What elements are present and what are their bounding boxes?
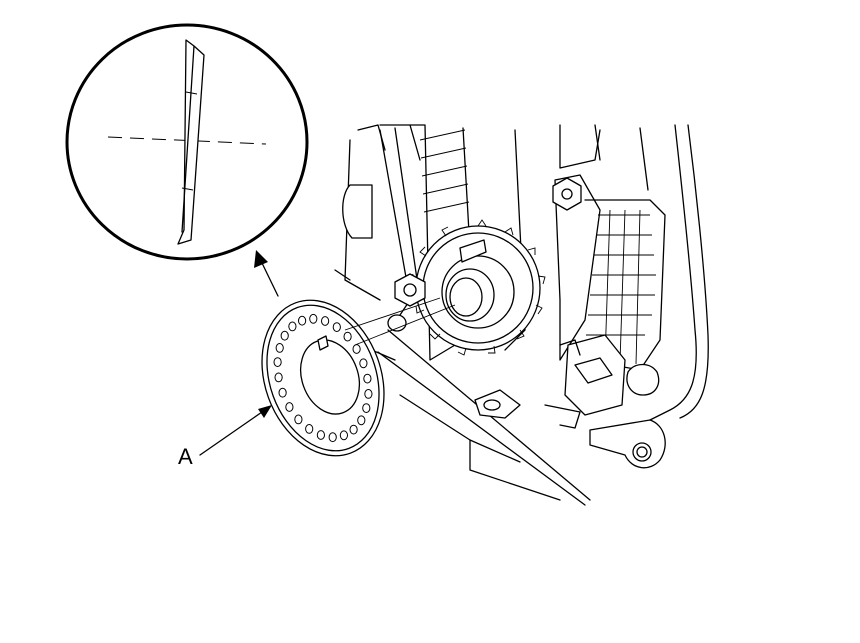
sensor-plate-hole <box>343 331 352 342</box>
sensor-plate-hole <box>298 315 307 326</box>
sensor-plate-hole <box>339 430 348 441</box>
outer-cover <box>589 124 709 469</box>
sensor-plate-hole <box>288 321 297 332</box>
magnifier-arrow <box>254 250 279 297</box>
detail-magnifier <box>65 23 309 261</box>
sensor-plate-holes <box>273 313 373 443</box>
sensor-plate-hole <box>275 343 284 353</box>
sensor-plate-hole <box>352 344 361 354</box>
bolt-left <box>387 273 426 332</box>
sensor-plate-hole <box>273 357 282 368</box>
cover-bracket <box>552 124 666 371</box>
sensor-plate-hole <box>285 402 294 412</box>
sensor-plate-hole <box>359 358 368 369</box>
sensor-plate <box>261 297 456 457</box>
sensor-plate-hole <box>363 373 372 384</box>
lower-tab <box>474 389 521 419</box>
sensor-plate-hole <box>321 316 330 326</box>
sensor-plate-hole <box>309 313 318 324</box>
crank-sensor-connector <box>544 334 660 429</box>
callout-a-arrow <box>199 405 272 456</box>
crank-sprocket <box>410 219 546 356</box>
sensor-plate-hole <box>357 415 366 426</box>
sensor-plate-hole <box>362 403 371 414</box>
sensor-plate-hole <box>316 430 325 440</box>
sensor-plate-hole <box>332 322 341 333</box>
sensor-plate-hole <box>278 387 287 398</box>
sensor-plate-hole <box>294 414 303 425</box>
sensor-plate-hole <box>280 330 289 341</box>
sensor-plate-hole <box>364 389 373 399</box>
sensor-plate-hole <box>328 432 337 443</box>
sensor-plate-hole <box>274 372 283 383</box>
sensor-plate-hole <box>349 424 358 435</box>
sensor-plate-hole <box>305 424 314 434</box>
callout-label-a: A <box>178 444 193 469</box>
